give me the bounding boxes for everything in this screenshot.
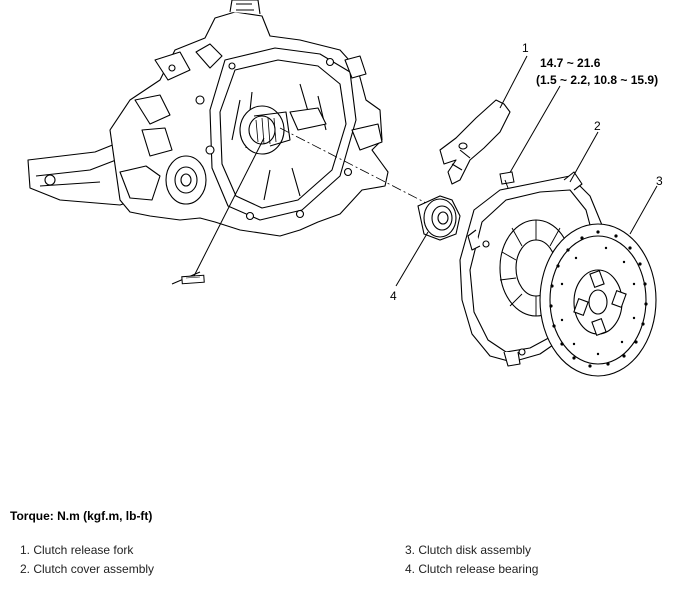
- transaxle-housing: [27, 0, 389, 237]
- callout-leader-3: [629, 185, 658, 235]
- legend-item-clutch-cover-assembly: 2. Clutch cover assembly: [20, 562, 155, 576]
- clutch-exploded-diagram: 1 14.7 ~ 21.6 (1.5 ~ 2.2, 10.8 ~ 15.9) 2: [27, 0, 663, 377]
- callout-label-2: 2: [594, 119, 601, 133]
- torque-leader: [507, 85, 561, 177]
- breather-part: [171, 137, 265, 285]
- callout-label-4: 4: [390, 289, 397, 303]
- callout-leader-1: [499, 55, 528, 109]
- torque-spec-line-1: 14.7 ~ 21.6: [540, 56, 601, 70]
- clutch-release-fork: [439, 99, 511, 185]
- clutch-release-bearing: [417, 195, 461, 241]
- callout-leader-4: [395, 231, 429, 287]
- fork-bolt: [499, 171, 515, 189]
- legend-item-clutch-release-fork: 1. Clutch release fork: [20, 543, 134, 557]
- torque-heading: Torque: N.m (kgf.m, lb-ft): [10, 509, 153, 523]
- callout-leader-2: [569, 131, 599, 183]
- callout-label-3: 3: [656, 174, 663, 188]
- torque-spec-line-2: (1.5 ~ 2.2, 10.8 ~ 15.9): [536, 73, 658, 87]
- legend-item-clutch-release-bearing: 4. Clutch release bearing: [405, 562, 539, 576]
- assembly-axis-line: [279, 127, 431, 206]
- legend-item-clutch-disk-assembly: 3. Clutch disk assembly: [405, 543, 532, 557]
- clutch-disk-assembly: [539, 223, 657, 377]
- callout-label-1: 1: [522, 41, 529, 55]
